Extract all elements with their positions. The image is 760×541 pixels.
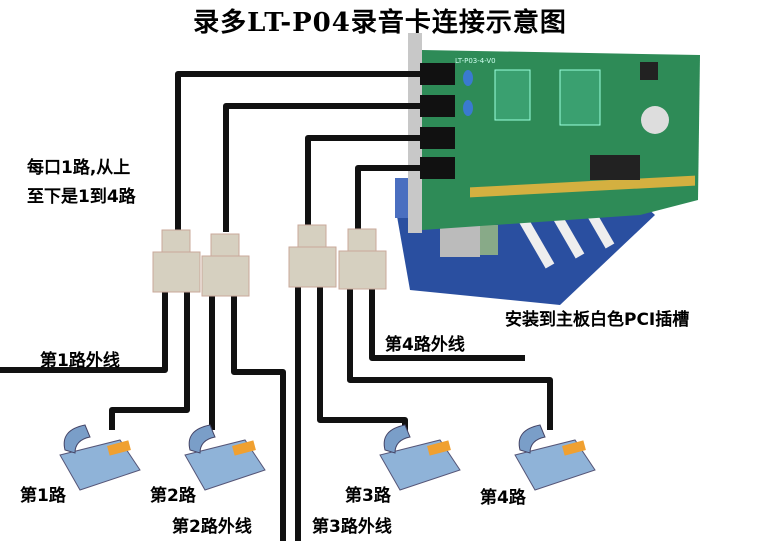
- diagram-title: 录多LT-P04录音卡连接示意图: [193, 8, 567, 38]
- phone-1-label: 第1路: [20, 486, 66, 506]
- phone-4-label: 第4路: [480, 488, 526, 508]
- splitter-1: [152, 229, 201, 293]
- install-note: 安装到主板白色PCI插槽: [505, 310, 690, 330]
- outside-line-1-label: 第1路外线: [40, 351, 120, 371]
- outside-line-3-label: 第3路外线: [312, 517, 392, 537]
- phone-4: [514, 424, 596, 491]
- card-model-label: LT-P03-4-V0: [455, 57, 496, 65]
- splitter-3: [288, 224, 337, 288]
- ports-note-line2: 至下是1到4路: [27, 187, 136, 207]
- splitter-2: [201, 233, 250, 297]
- telephones: [59, 424, 596, 491]
- ports-note-line1: 每口1路,从上: [27, 158, 131, 178]
- outside-line-2-label: 第2路外线: [172, 517, 252, 537]
- phone-2: [184, 424, 266, 491]
- outside-line-4-label: 第4路外线: [385, 335, 465, 355]
- recording-card: LT-P03-4-V0: [408, 33, 700, 233]
- splitters: [152, 224, 387, 297]
- phone-3-label: 第3路: [345, 486, 391, 506]
- phone-3: [379, 424, 461, 491]
- splitter-4: [338, 228, 387, 290]
- phone-2-label: 第2路: [150, 486, 196, 506]
- phone-1: [59, 424, 141, 491]
